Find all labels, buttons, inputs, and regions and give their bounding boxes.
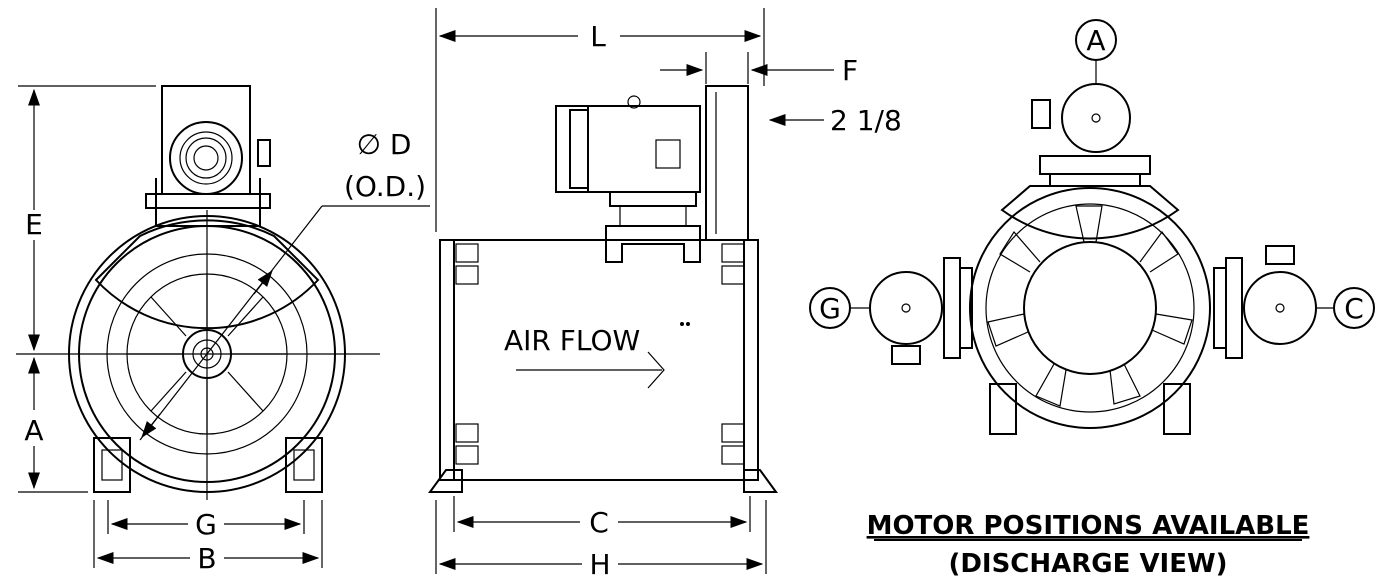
motor-position-g xyxy=(869,271,943,345)
discharge-hub xyxy=(1023,241,1157,375)
front-view: E A ∅ D (O.D.) G B xyxy=(16,85,430,575)
position-c-marker xyxy=(1333,287,1375,329)
discharge-caption-line1: MOTOR POSITIONS AVAILABLE xyxy=(867,511,1310,541)
side-housing xyxy=(439,239,759,481)
label-od: (O.D.) xyxy=(344,170,426,203)
side-foot-right xyxy=(743,469,778,493)
front-housing xyxy=(94,219,320,330)
label-position-c: C xyxy=(1344,292,1364,325)
front-motor-base xyxy=(145,193,271,209)
label-position-g: G xyxy=(819,292,841,325)
label-a: A xyxy=(24,414,43,447)
motor-position-c xyxy=(1243,271,1317,345)
label-e: E xyxy=(25,208,43,241)
label-f: F xyxy=(842,54,858,87)
label-g: G xyxy=(195,508,217,541)
discharge-blades xyxy=(987,205,1193,407)
discharge-foot-right xyxy=(1163,383,1191,435)
side-motor-base xyxy=(609,191,697,207)
discharge-housing-ring xyxy=(969,187,1211,429)
label-diameter-d: ∅ D xyxy=(357,128,412,161)
front-foot-left xyxy=(93,437,131,493)
position-g-marker xyxy=(809,287,851,329)
label-b: B xyxy=(197,542,216,575)
label-position-a: A xyxy=(1086,24,1105,57)
label-c: C xyxy=(589,506,609,539)
discharge-caption-line2: (DISCHARGE VIEW) xyxy=(948,549,1227,579)
label-2-1-8: 2 1/8 xyxy=(830,104,902,137)
side-bolt-pads xyxy=(455,243,745,465)
label-l: L xyxy=(590,20,606,53)
side-motor-pedestal xyxy=(605,225,701,263)
side-foot-left xyxy=(428,469,463,493)
side-belt-guard xyxy=(705,85,749,241)
front-foot-right xyxy=(285,437,323,493)
side-view: AIR FLOW L F 2 1/8 C H xyxy=(428,8,902,581)
label-air-flow: AIR FLOW xyxy=(504,324,640,357)
side-motor-eyebolt xyxy=(627,95,641,109)
discharge-foot-left xyxy=(989,383,1017,435)
discharge-housing xyxy=(1000,185,1180,240)
motor-position-a xyxy=(1061,83,1131,153)
discharge-view: A G C MOTOR POSITIONS AVAILABLE (DISCHAR… xyxy=(809,19,1375,579)
position-a-marker xyxy=(1075,19,1117,61)
side-motor-body xyxy=(587,105,701,193)
front-motor-fan-cover xyxy=(169,121,243,195)
label-h: H xyxy=(589,548,610,581)
front-motor-junction-box xyxy=(257,139,271,167)
